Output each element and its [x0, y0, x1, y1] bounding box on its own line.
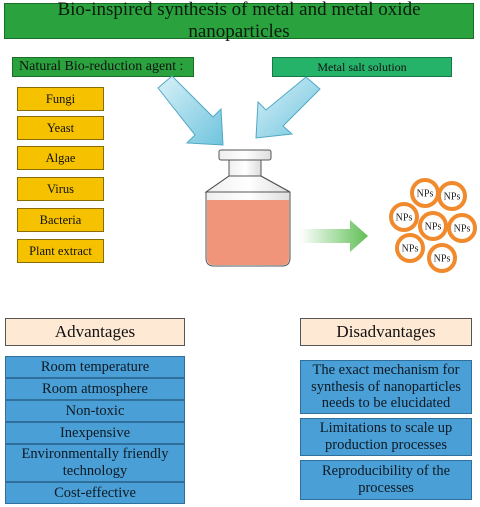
nanoparticle-label: NPs — [444, 192, 461, 203]
advantage-item: Cost-effective — [5, 482, 185, 504]
nanoparticle-label: NPs — [417, 189, 434, 200]
metal-salt-label: Metal salt solution — [272, 57, 452, 77]
agent-algae: Algae — [17, 146, 104, 170]
nanoparticle-label: NPs — [434, 254, 451, 265]
nanoparticle-icon — [437, 181, 467, 211]
advantage-item: Non-toxic — [5, 400, 185, 422]
advantage-item: Environmentally friendly technology — [5, 444, 185, 482]
nanoparticle-icon — [389, 202, 419, 232]
arrow-left-to-flask — [157, 75, 224, 146]
nanoparticle-label: NPs — [402, 244, 419, 255]
nanoparticle-icon — [395, 233, 425, 263]
nanoparticle-icon — [418, 211, 448, 241]
agent-bacteria: Bacteria — [17, 208, 104, 232]
agent-yeast: Yeast — [17, 116, 104, 140]
nanoparticle-label: NPs — [454, 224, 471, 235]
nanoparticle-icon — [447, 213, 477, 243]
disadvantage-item: The exact mechanism for synthesis of nan… — [300, 360, 472, 414]
agent-fungi: Fungi — [17, 87, 104, 111]
nanoparticle-icon — [427, 243, 457, 273]
advantage-item: Inexpensive — [5, 422, 185, 444]
nanoparticle-label: NPs — [425, 222, 442, 233]
arrow-right-to-flask — [255, 76, 321, 139]
agent-plant-extract: Plant extract — [17, 239, 104, 263]
advantages-heading: Advantages — [5, 318, 185, 346]
arrow-to-nanoparticles — [300, 220, 368, 252]
disadvantage-item: Reproducibility of the processes — [300, 460, 472, 500]
diagram-title: Bio-inspired synthesis of metal and meta… — [4, 0, 474, 42]
disadvantage-item: Limitations to scale up production proce… — [300, 418, 472, 456]
nanoparticle-label: NPs — [396, 213, 413, 224]
flask — [204, 149, 291, 267]
agent-virus: Virus — [17, 177, 104, 201]
natural-agent-label: Natural Bio-reduction agent : — [12, 57, 194, 77]
advantage-item: Room atmosphere — [5, 378, 185, 400]
disadvantages-heading: Disadvantages — [300, 318, 472, 346]
advantage-item: Room temperature — [5, 356, 185, 378]
